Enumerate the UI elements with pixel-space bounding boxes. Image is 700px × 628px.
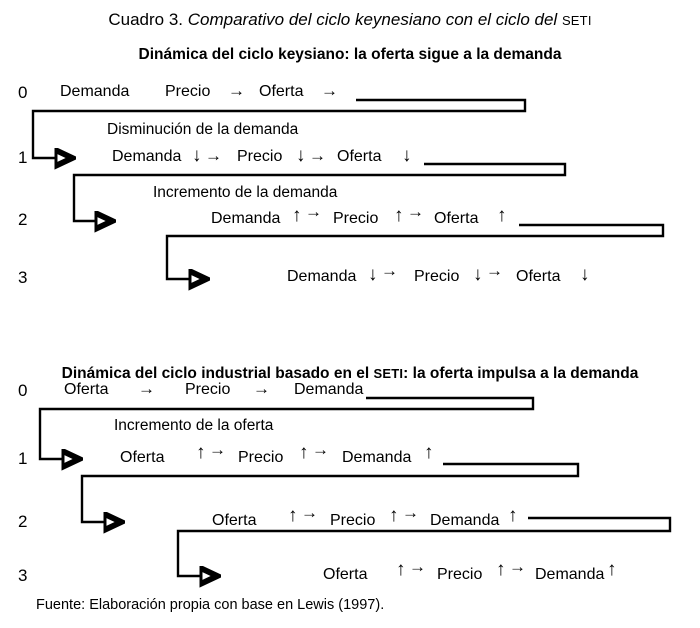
diagram-2-row-2-marker-1: ↑ — [288, 505, 298, 526]
diagram-2-heading: Dinámica del ciclo industrial basado en … — [0, 365, 700, 383]
figure-title: Cuadro 3. Comparativo del ciclo keynesia… — [0, 10, 700, 30]
figure-title-prefix: Cuadro 3. — [108, 10, 188, 29]
diagram-1-row-2-arrow-1: → — [305, 202, 322, 221]
diagram-2-row-2-arrow-1: → — [301, 503, 318, 522]
diagram-2-heading-prefix: Dinámica del ciclo industrial basado en … — [61, 365, 374, 382]
diagram-1-row-3-term-2: Precio — [414, 268, 460, 285]
diagram-2-row-2-term-2: Precio — [330, 512, 376, 529]
diagram-1-row-2-label: Incremento de la demanda — [153, 184, 338, 201]
diagram-2-row-2-arrow-2: → — [402, 503, 419, 522]
diagram-1-heading: Dinámica del ciclo keysiano: la oferta s… — [138, 46, 562, 63]
diagram-1-row-0-number: 0 — [18, 83, 28, 102]
diagram-2-row-3-term-1: Oferta — [323, 566, 368, 583]
diagram-2-row-3-term-3: Demanda — [535, 566, 605, 583]
diagram-1-row-1-arrow-2: → — [309, 146, 326, 165]
diagram-1-row-0-term-1: Demanda — [60, 83, 130, 100]
diagram-2-row-0-term-3: Demanda — [294, 381, 364, 398]
diagram-2-row-2-term-1: Oferta — [212, 512, 257, 529]
diagram-2-row-0-arrow-2: → — [253, 379, 270, 398]
diagram-2-row-0-term-2: Precio — [185, 381, 231, 398]
diagram-1-row-3-marker-3: ↓ — [580, 264, 590, 285]
diagram-2-row-1-marker-1: ↑ — [196, 442, 206, 463]
diagram-1-row-1-term-2: Precio — [237, 148, 283, 165]
diagram-2-row-3-term-2: Precio — [437, 566, 483, 583]
diagram-1-row-2-arrow-2: → — [407, 202, 424, 221]
diagram-2-row-0-arrow-1: → — [138, 379, 155, 398]
diagram-2-row-3-arrow-1: → — [409, 557, 426, 576]
diagram-1-row-3-term-1: Demanda — [287, 268, 357, 285]
diagram-2-row-3-marker-2: ↑ — [496, 559, 506, 580]
diagram-1-row-0-term-3: Oferta — [259, 83, 304, 100]
diagram-1-row-1-number: 1 — [18, 148, 28, 167]
diagram-1-row-2-marker-1: ↑ — [292, 205, 302, 226]
diagram-1-row-2-term-1: Demanda — [211, 210, 281, 227]
diagram-1-row-3-marker-2: ↓ — [473, 264, 483, 285]
diagram-1-row-2-marker-3: ↑ — [497, 205, 507, 226]
diagram-1-row-2-marker-2: ↑ — [394, 205, 404, 226]
diagram-2-row-1-arrow-1: → — [209, 440, 226, 459]
diagram-2-heading-smallcaps: SETI — [373, 366, 404, 381]
diagram-2-row-1-label: Incremento de la oferta — [114, 417, 274, 434]
diagram-2-row-2-term-3: Demanda — [430, 512, 500, 529]
diagram-1-row-1-term-1: Demanda — [112, 148, 182, 165]
diagram-2-row-1-term-2: Precio — [238, 449, 284, 466]
diagram-1-row-3-marker-1: ↓ — [368, 264, 378, 285]
diagram-1-row-0-arrow-2: → — [228, 81, 245, 100]
diagram-2-heading-suffix: : la oferta impulsa a la demanda — [403, 365, 639, 382]
diagram-1-row-0-term-2: Precio — [165, 83, 211, 100]
diagram-2-row-2-marker-2: ↑ — [389, 505, 399, 526]
diagram-2-row-1-term-1: Oferta — [120, 449, 165, 466]
diagram-1-row-1-marker-2: ↓ — [296, 145, 306, 166]
diagram-2-row-2-number: 2 — [18, 512, 28, 531]
diagram-2-row-3-marker-1: ↑ — [396, 559, 406, 580]
diagram-1-row-1-term-3: Oferta — [337, 148, 382, 165]
diagram-1-row-0-arrow-3: → — [321, 81, 338, 100]
diagram-1-row-3-term-3: Oferta — [516, 268, 561, 285]
diagram-1-row-3-arrow-1: → — [381, 261, 398, 280]
diagram-2-row-1-marker-3: ↑ — [424, 442, 434, 463]
diagram-1-row-1-marker-1: ↓ — [192, 145, 202, 166]
diagram-2-row-1-marker-2: ↑ — [299, 442, 309, 463]
diagram-2-row-0-number: 0 — [18, 381, 28, 400]
diagram-1-row-2-term-3: Oferta — [434, 210, 479, 227]
figure-title-italic: Comparativo del ciclo keynesiano con el … — [187, 10, 562, 29]
diagram-1-row-1-label: Disminución de la demanda — [107, 121, 299, 138]
figure-title-smallcaps: SETI — [561, 13, 592, 28]
diagram-2-row-3-marker-3: ↑ — [607, 559, 617, 580]
diagram-1-row-1-arrow-1: → — [205, 146, 222, 165]
diagram-2-row-1-number: 1 — [18, 449, 28, 468]
diagram-2-row-2-marker-3: ↑ — [508, 505, 518, 526]
diagram-1-row-3-arrow-2: → — [486, 261, 503, 280]
figure-source-note: Fuente: Elaboración propia con base en L… — [36, 597, 385, 613]
diagram-2-row-3-arrow-2: → — [509, 557, 526, 576]
diagram-1-row-2-number: 2 — [18, 210, 28, 229]
diagram-1-row-2-term-2: Precio — [333, 210, 379, 227]
diagram-1-row-1-marker-3: ↓ — [402, 145, 412, 166]
diagram-2-row-3-number: 3 — [18, 566, 28, 585]
diagram-1-row-3-number: 3 — [18, 268, 28, 287]
diagram-2-row-0-term-1: Oferta — [64, 381, 109, 398]
diagram-2-row-1-arrow-2: → — [312, 440, 329, 459]
diagram-2-row-1-term-3: Demanda — [342, 449, 412, 466]
